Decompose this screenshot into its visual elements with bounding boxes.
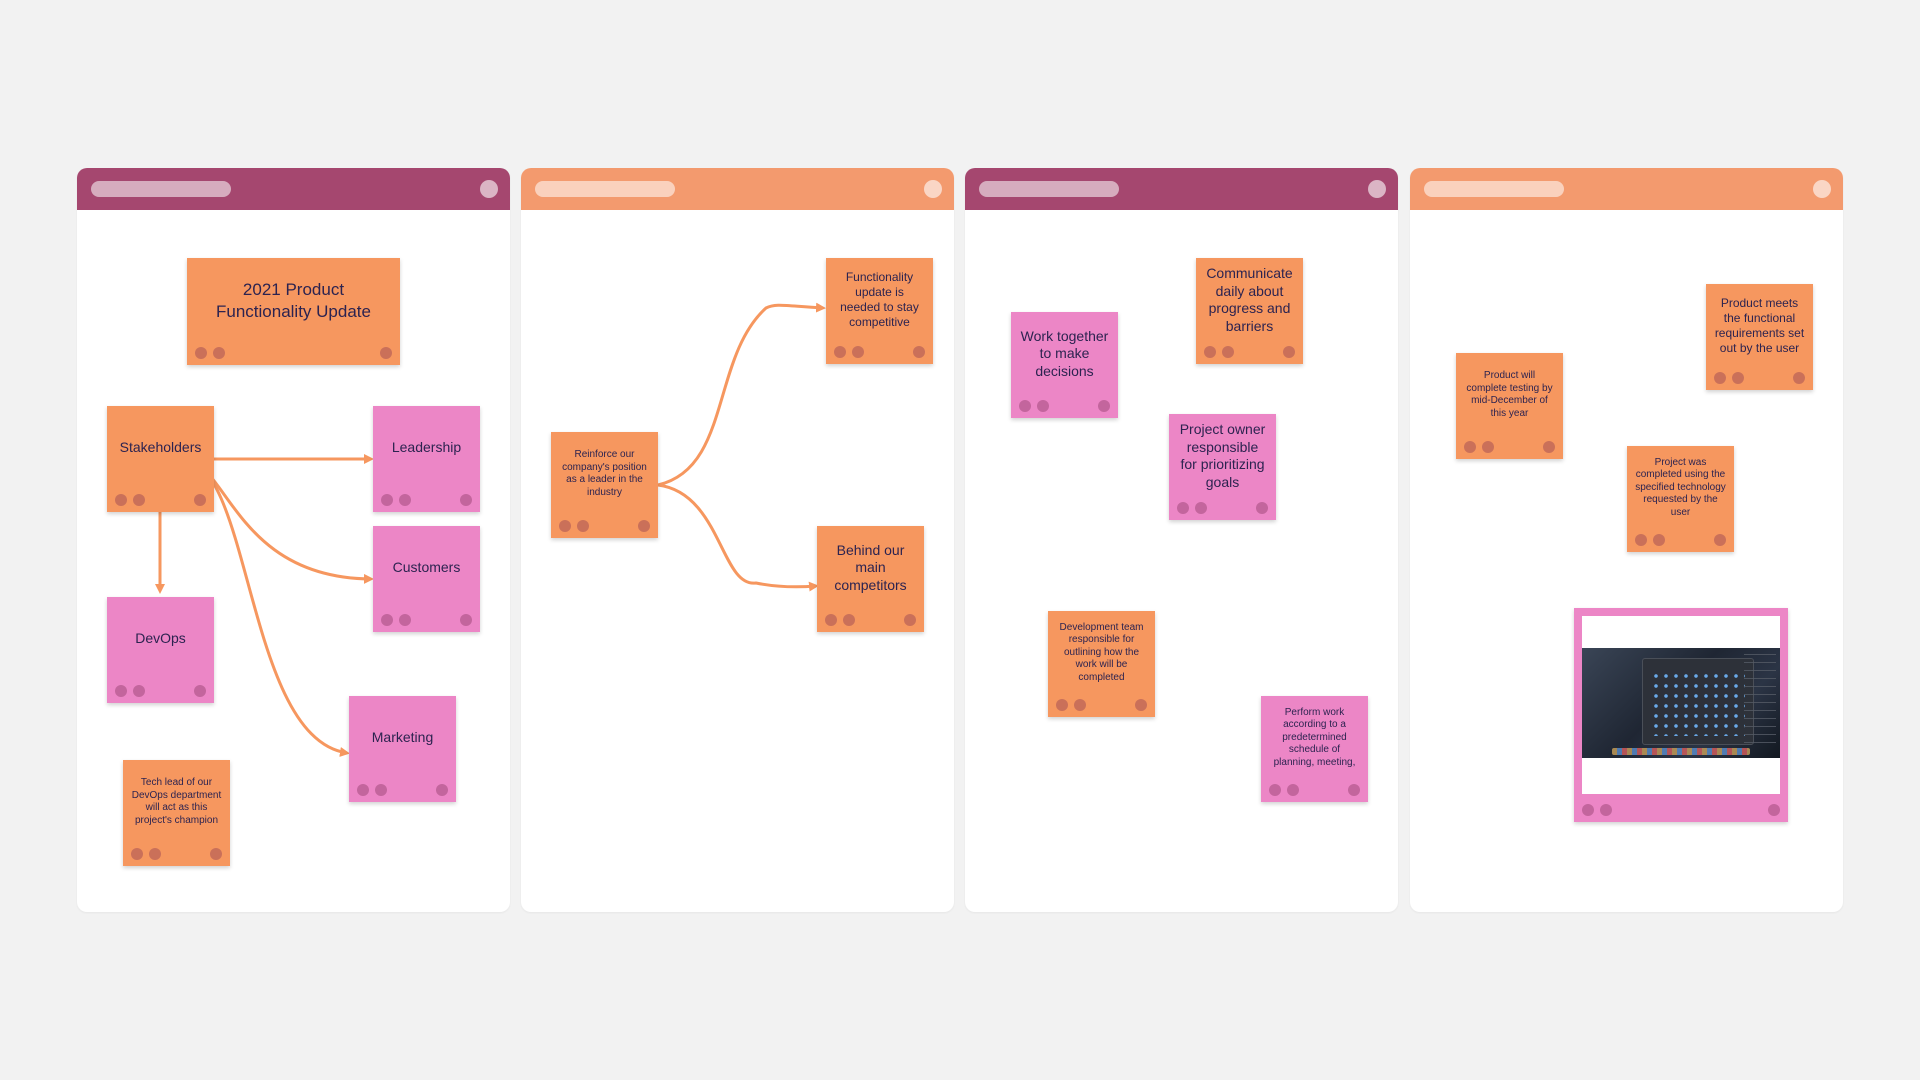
note-communicate[interactable]: Communicate daily about progress and bar… [1196,258,1303,364]
board-outcomes: Product will complete testing by mid-Dec… [1410,168,1843,912]
note-meets[interactable]: Product meets the functional requirement… [1706,284,1813,390]
board-stakeholders: 2021 Product Functionality Update Stakeh… [77,168,510,912]
board-process: Work together to make decisions Communic… [965,168,1398,912]
board-title-placeholder [535,181,675,197]
board-title-placeholder [979,181,1119,197]
arrow-reinforce-behind [657,483,819,592]
note-tech-lead[interactable]: Tech lead of our DevOps department will … [123,760,230,866]
note-stakeholders[interactable]: Stakeholders [107,406,214,512]
note-completed[interactable]: Project was completed using the specifie… [1627,446,1734,552]
board-header[interactable] [1410,168,1843,210]
note-project-owner[interactable]: Project owner responsible for prioritizi… [1169,414,1276,520]
note-perform-work[interactable]: Perform work according to a predetermine… [1261,696,1368,802]
board-menu-icon[interactable] [480,180,498,198]
note-dev-team[interactable]: Development team responsible for outlini… [1048,611,1155,717]
board-title-placeholder [1424,181,1564,197]
note-title[interactable]: 2021 Product Functionality Update [187,258,400,365]
image-card-photo [1582,616,1780,794]
board-header[interactable] [521,168,954,210]
note-testing[interactable]: Product will complete testing by mid-Dec… [1456,353,1563,459]
note-work-together[interactable]: Work together to make decisions [1011,312,1118,418]
desktop-screenshot-image [1582,648,1780,758]
board-menu-icon[interactable] [1368,180,1386,198]
note-behind[interactable]: Behind our main competitors [817,526,924,632]
note-customers[interactable]: Customers [373,526,480,632]
board-header[interactable] [77,168,510,210]
board-reasons: Reinforce our company's position as a le… [521,168,954,912]
note-marketing[interactable]: Marketing [349,696,456,802]
note-devops[interactable]: DevOps [107,597,214,703]
arrow-reinforce-functionality [657,302,826,487]
board-menu-icon[interactable] [924,180,942,198]
note-leadership[interactable]: Leadership [373,406,480,512]
image-card[interactable] [1574,608,1788,822]
board-title-placeholder [91,181,231,197]
board-menu-icon[interactable] [1813,180,1831,198]
note-reinforce[interactable]: Reinforce our company's position as a le… [551,432,658,538]
board-header[interactable] [965,168,1398,210]
note-functionality[interactable]: Functionality update is needed to stay c… [826,258,933,364]
